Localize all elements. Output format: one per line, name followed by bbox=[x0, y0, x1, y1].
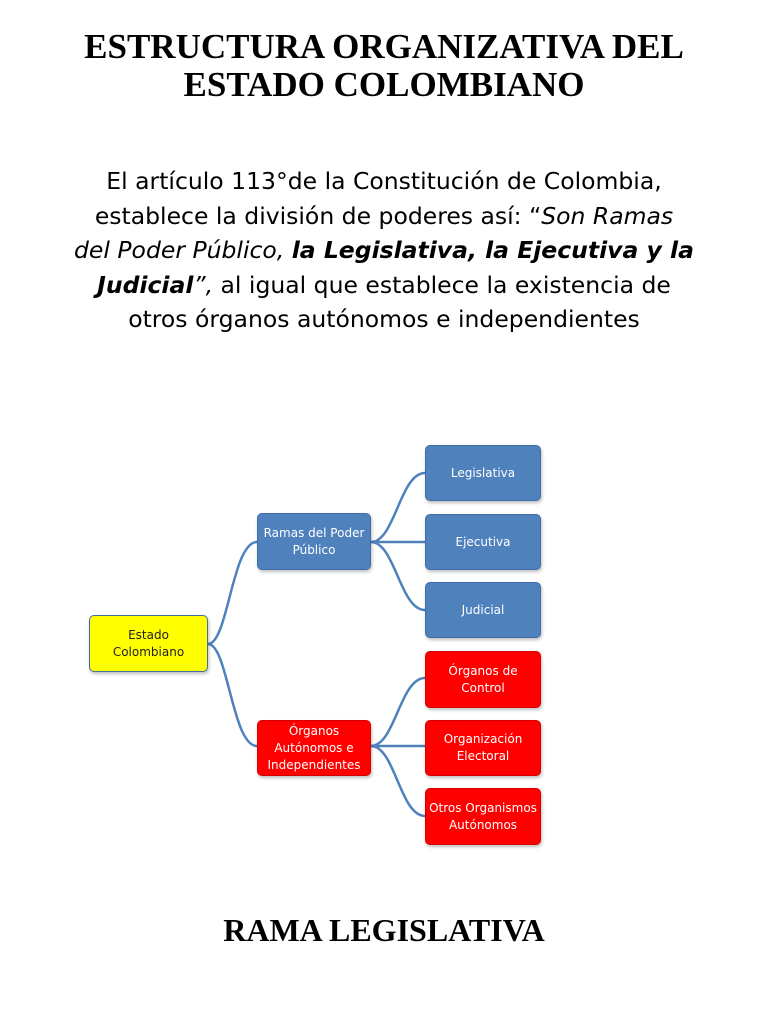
page-title: ESTRUCTURA ORGANIZATIVA DEL ESTADO COLOM… bbox=[0, 28, 768, 104]
node-organizacion-electoral: Organización Electoral bbox=[425, 720, 541, 776]
node-judicial-label: Judicial bbox=[461, 602, 505, 617]
section-heading-rama-legislativa: RAMA LEGISLATIVA bbox=[223, 912, 545, 948]
node-organos-control: Órganos de Control bbox=[425, 651, 541, 708]
paragraph-quote-end: ”, bbox=[193, 270, 214, 299]
page-title-line-2: ESTADO COLOMBIANO bbox=[183, 65, 585, 104]
paragraph-line-4-text: al igual que establece la existencia de bbox=[213, 270, 671, 299]
node-control-line-2: Control bbox=[461, 680, 505, 695]
paragraph-line-4: Judicial”, al igual que establece la exi… bbox=[40, 268, 728, 303]
node-organos-line-3: Independientes bbox=[267, 757, 361, 772]
paragraph-line-3: del Poder Público, la Legislativa, la Ej… bbox=[40, 233, 728, 268]
paragraph-line-2: establece la división de poderes así: “S… bbox=[40, 199, 728, 234]
node-electoral-line-1: Organización bbox=[443, 732, 523, 746]
node-estado-line-1: Estado bbox=[128, 627, 169, 642]
paragraph-line-1: El artículo 113°de la Constitución de Co… bbox=[106, 167, 662, 195]
node-control-line-1: Órganos de bbox=[448, 663, 518, 678]
connector-root-ramas bbox=[207, 540, 258, 646]
connector-root-organos bbox=[207, 642, 258, 748]
node-otros-line-2: Autónomos bbox=[448, 817, 518, 832]
paragraph-line-2-text: establece la división de poderes así: “ bbox=[94, 201, 542, 230]
node-ejecutiva-label: Ejecutiva bbox=[455, 534, 511, 549]
connector-ramas-judicial bbox=[370, 540, 426, 612]
node-estado-colombiano: Estado Colombiano bbox=[89, 615, 208, 672]
node-otros-organismos: Otros Organismos Autónomos bbox=[425, 788, 541, 845]
intro-paragraph: El artículo 113°de la Constitución de Co… bbox=[40, 164, 728, 337]
node-estado-line-2: Colombiano bbox=[112, 644, 185, 659]
paragraph-quote-mid: del Poder Público, bbox=[74, 236, 292, 264]
node-organos-autonomos: Órganos Autónomos e Independientes bbox=[257, 720, 371, 776]
node-electoral-line-2: Electoral bbox=[456, 749, 510, 763]
paragraph-quote-bold: la Legislativa, la Ejecutiva y la bbox=[291, 236, 694, 264]
connector-organos-otros bbox=[370, 744, 426, 818]
node-ramas-line-2: Público bbox=[292, 542, 336, 557]
node-legislativa-label: Legislativa bbox=[450, 465, 516, 480]
paragraph-quote-start: Son Ramas bbox=[541, 201, 674, 230]
node-judicial: Judicial bbox=[425, 582, 541, 638]
page-title-line-1: ESTRUCTURA ORGANIZATIVA DEL bbox=[84, 27, 684, 66]
node-ramas-poder-publico: Ramas del Poder Público bbox=[257, 513, 371, 570]
connector-ramas-legislativa bbox=[370, 471, 426, 544]
node-ramas-line-1: Ramas del Poder bbox=[263, 525, 365, 540]
node-ejecutiva: Ejecutiva bbox=[425, 514, 541, 570]
node-otros-line-1: Otros Organismos bbox=[429, 800, 537, 815]
paragraph-quote-judicial: Judicial bbox=[97, 270, 194, 299]
node-organos-line-2: Autónomos e bbox=[274, 740, 354, 755]
paragraph-line-5: otros órganos autónomos e independientes bbox=[128, 305, 640, 333]
node-organos-line-1: Órganos bbox=[288, 723, 340, 738]
connector-organos-control bbox=[370, 676, 426, 748]
node-legislativa: Legislativa bbox=[425, 445, 541, 501]
